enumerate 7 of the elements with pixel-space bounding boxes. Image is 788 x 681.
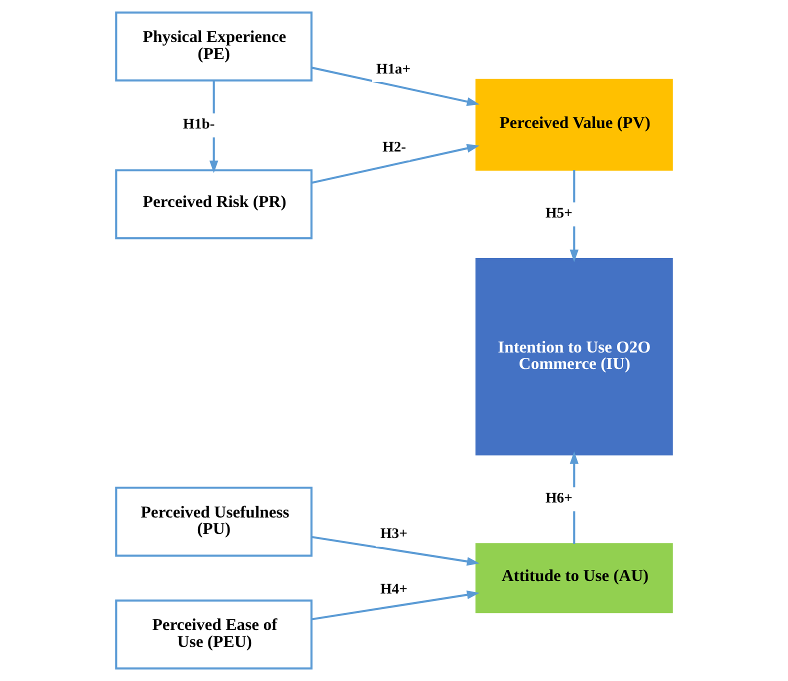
edge-label: H1b- bbox=[183, 116, 215, 133]
edge-label: H4+ bbox=[380, 581, 408, 598]
edge-label: H3+ bbox=[380, 526, 408, 542]
edge-label: H1a+ bbox=[376, 61, 411, 78]
edge-label: H2- bbox=[382, 140, 406, 156]
edge-label: H6+ bbox=[545, 490, 572, 507]
edge-label: H5+ bbox=[545, 206, 572, 222]
